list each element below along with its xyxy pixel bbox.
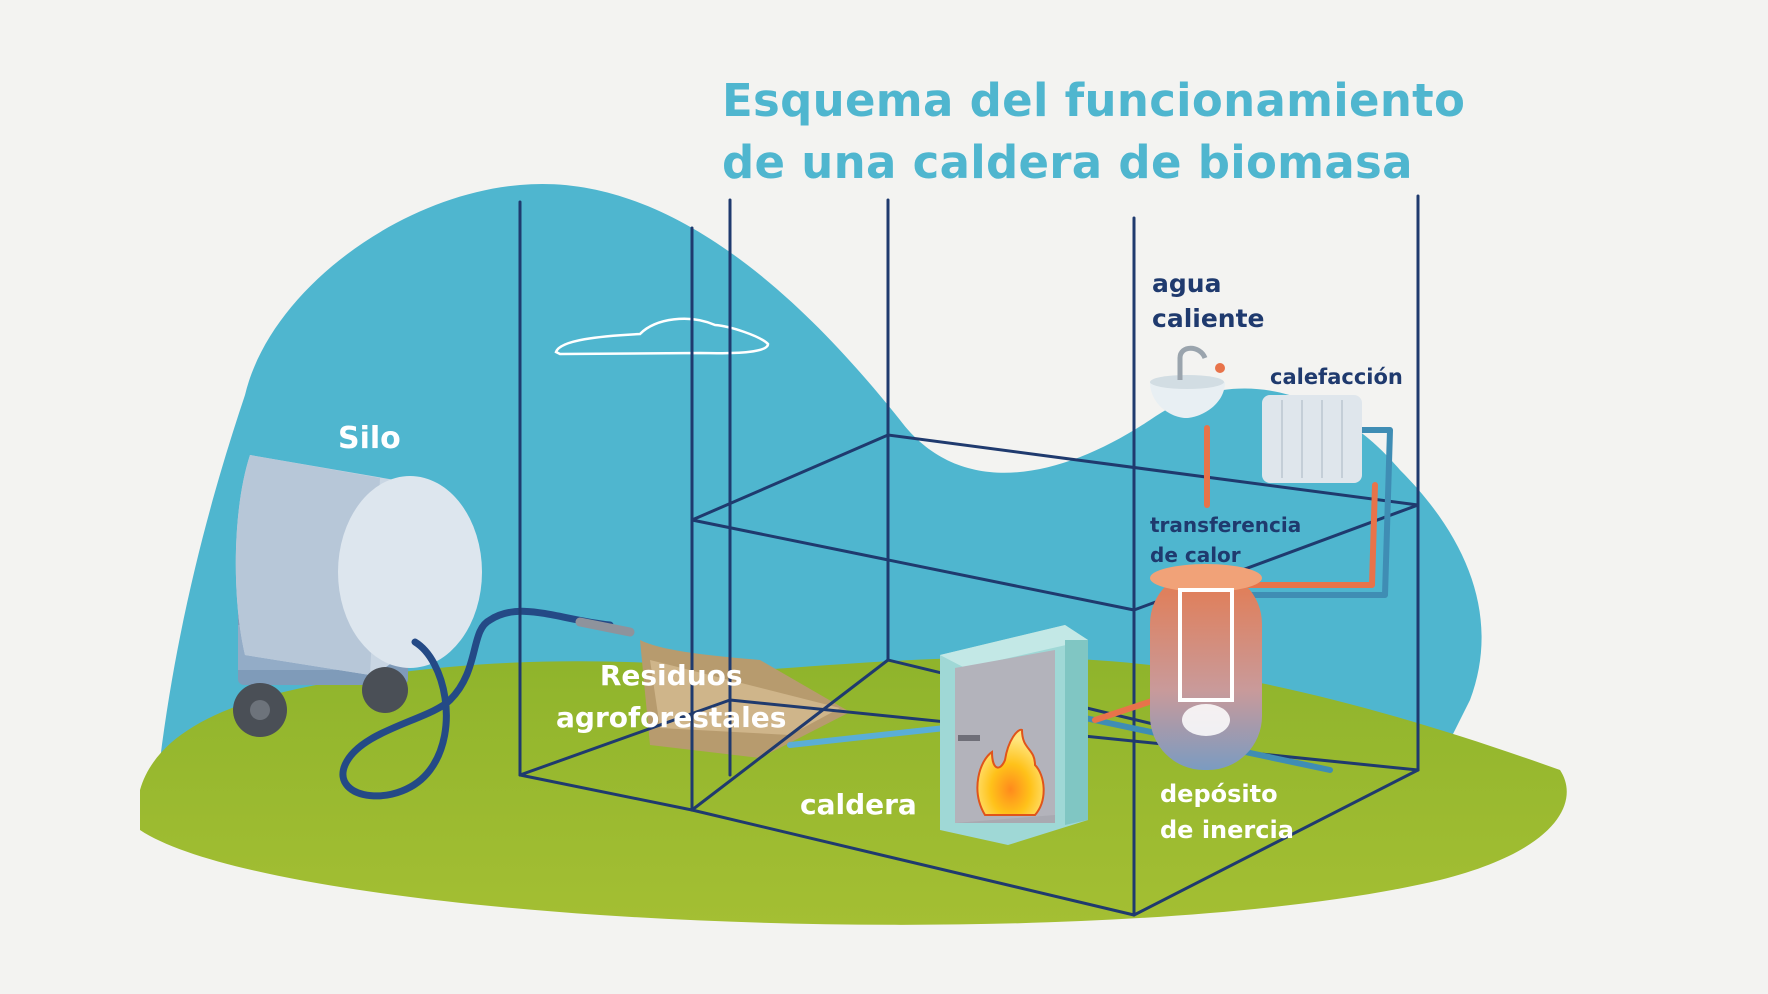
- silo-label: Silo: [338, 421, 401, 456]
- cloud-icon: [554, 317, 770, 356]
- wire-frame: [518, 194, 1420, 917]
- hose-icon: [339, 607, 614, 800]
- deposito-label: depósito de inercia: [1160, 780, 1294, 844]
- silo-tank-icon: [233, 455, 482, 737]
- pipes: [787, 425, 1393, 773]
- transferencia-label: transferencia de calor: [1150, 513, 1302, 567]
- inertia-tank-icon: [1150, 564, 1262, 770]
- faucet-icon: [1177, 345, 1208, 380]
- sink-icon: [1150, 375, 1225, 418]
- caldera-label: caldera: [800, 788, 917, 821]
- residuos-label: Residuos agroforestales: [556, 659, 787, 734]
- radiator-icon: [1262, 395, 1362, 483]
- calefaccion-label: calefacción: [1270, 365, 1403, 389]
- title-line-1: Esquema del funcionamiento: [722, 74, 1466, 127]
- flame-icon: [976, 728, 1045, 816]
- title-line-2: de una caldera de biomasa: [722, 136, 1413, 189]
- page-title: Esquema del funcionamiento de una calder…: [722, 70, 1465, 194]
- agua-caliente-label: agua caliente: [1152, 269, 1265, 333]
